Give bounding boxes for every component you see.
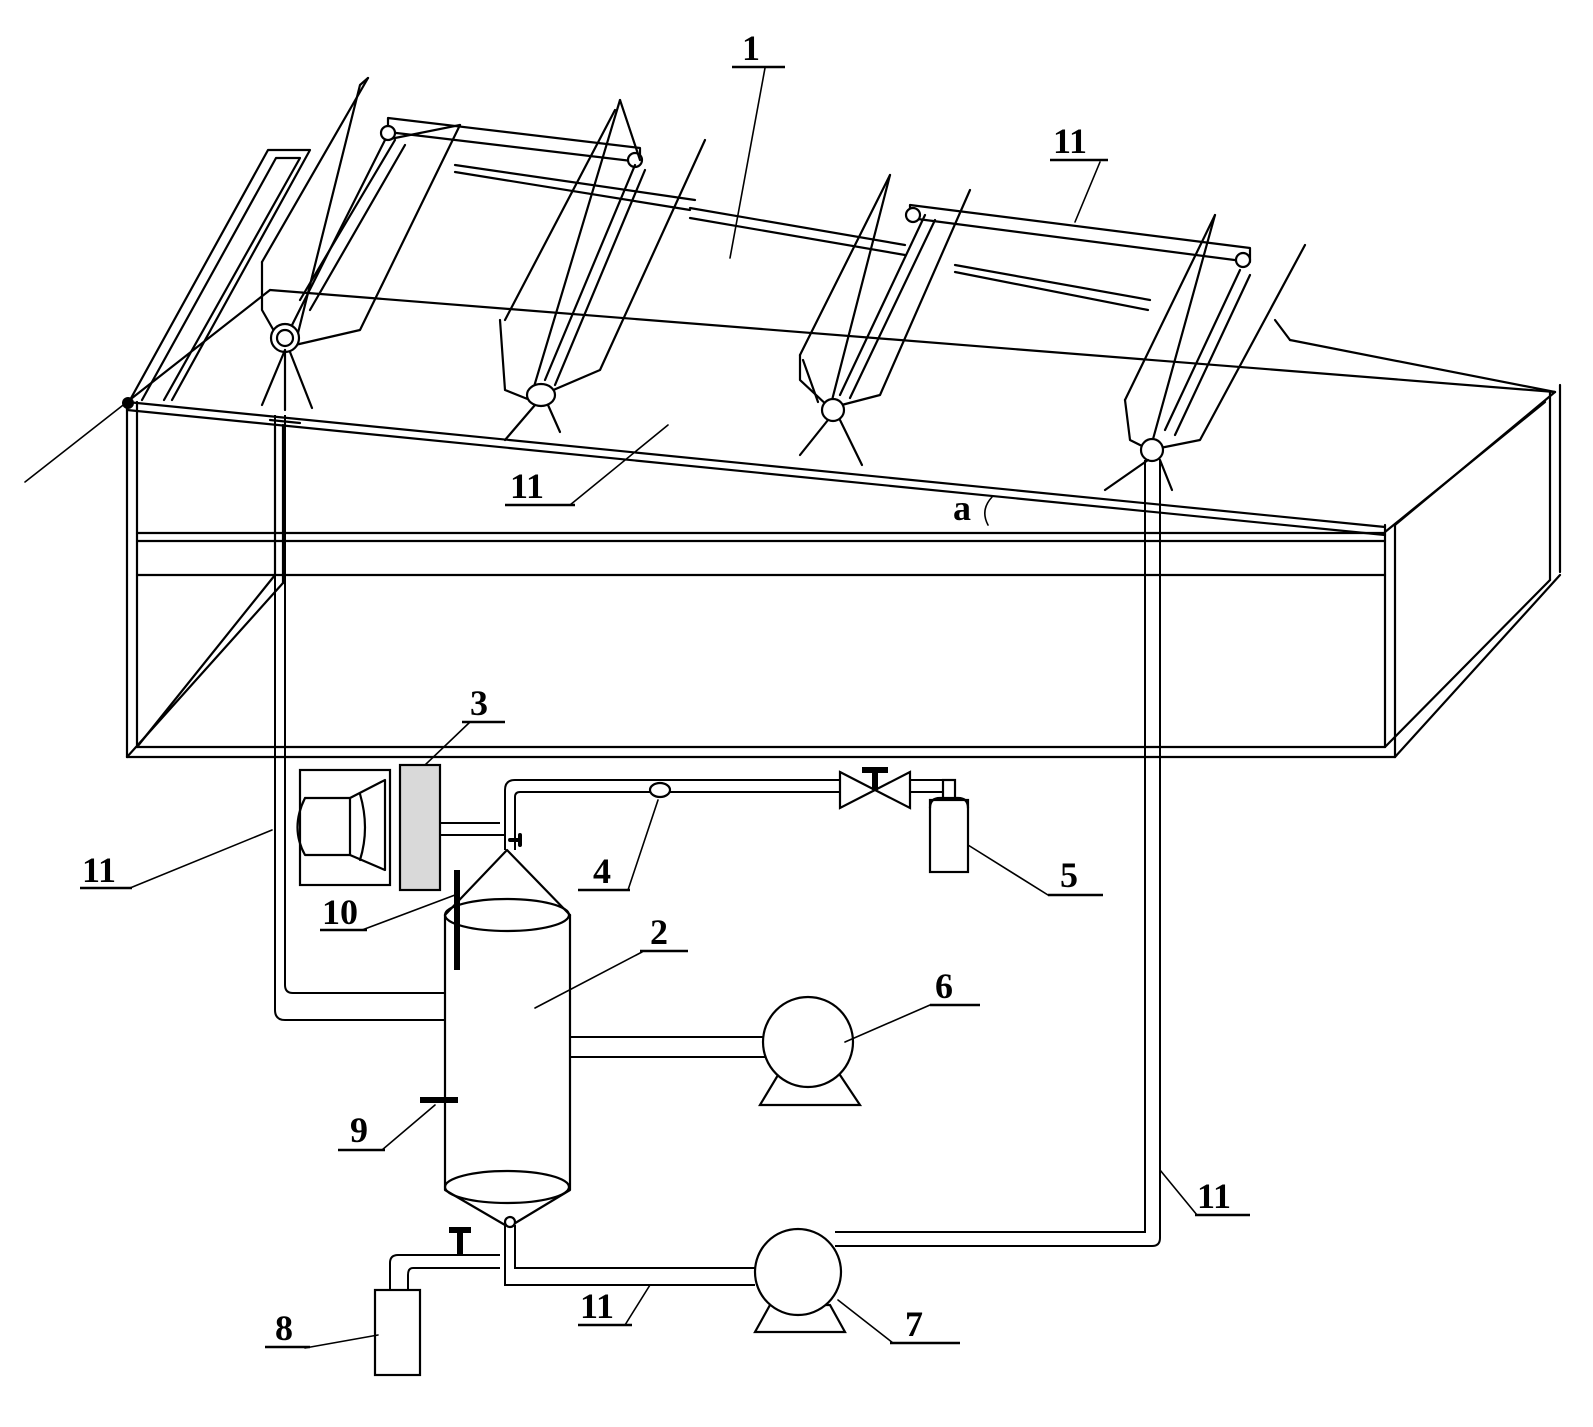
angle-label-a: a [953, 488, 971, 528]
label-2: 2 [650, 912, 668, 952]
storage-tank [443, 848, 572, 1229]
pump-6 [758, 995, 863, 1107]
unit-3 [296, 763, 442, 892]
label-3: 3 [470, 683, 488, 723]
drain-valve-icon [449, 1227, 471, 1255]
piping [274, 415, 1161, 1290]
label-11-left: 11 [82, 850, 116, 890]
label-10: 10 [322, 892, 358, 932]
callout-labels: 1 11 11 a 3 11 4 5 10 2 [80, 28, 1250, 1349]
pump-7 [753, 1227, 847, 1334]
angle-arc [984, 496, 993, 526]
label-8: 8 [275, 1308, 293, 1348]
label-11-bottom: 11 [580, 1286, 614, 1326]
label-11-right: 11 [1197, 1176, 1231, 1216]
tank-top-valve-icon [508, 833, 522, 847]
gas-cylinder-5 [928, 778, 970, 874]
support-frame [24, 288, 1562, 759]
label-7: 7 [905, 1304, 923, 1344]
label-5: 5 [1060, 855, 1078, 895]
label-1: 1 [742, 28, 760, 68]
label-11-top: 11 [1053, 121, 1087, 161]
gas-valve-icon [838, 767, 912, 810]
label-9: 9 [350, 1110, 368, 1150]
bottle-8 [373, 1288, 422, 1377]
label-4: 4 [593, 851, 611, 891]
label-6: 6 [935, 966, 953, 1006]
gauge-4 [648, 781, 672, 799]
label-11-middle: 11 [510, 466, 544, 506]
collector-panels [128, 76, 1307, 492]
